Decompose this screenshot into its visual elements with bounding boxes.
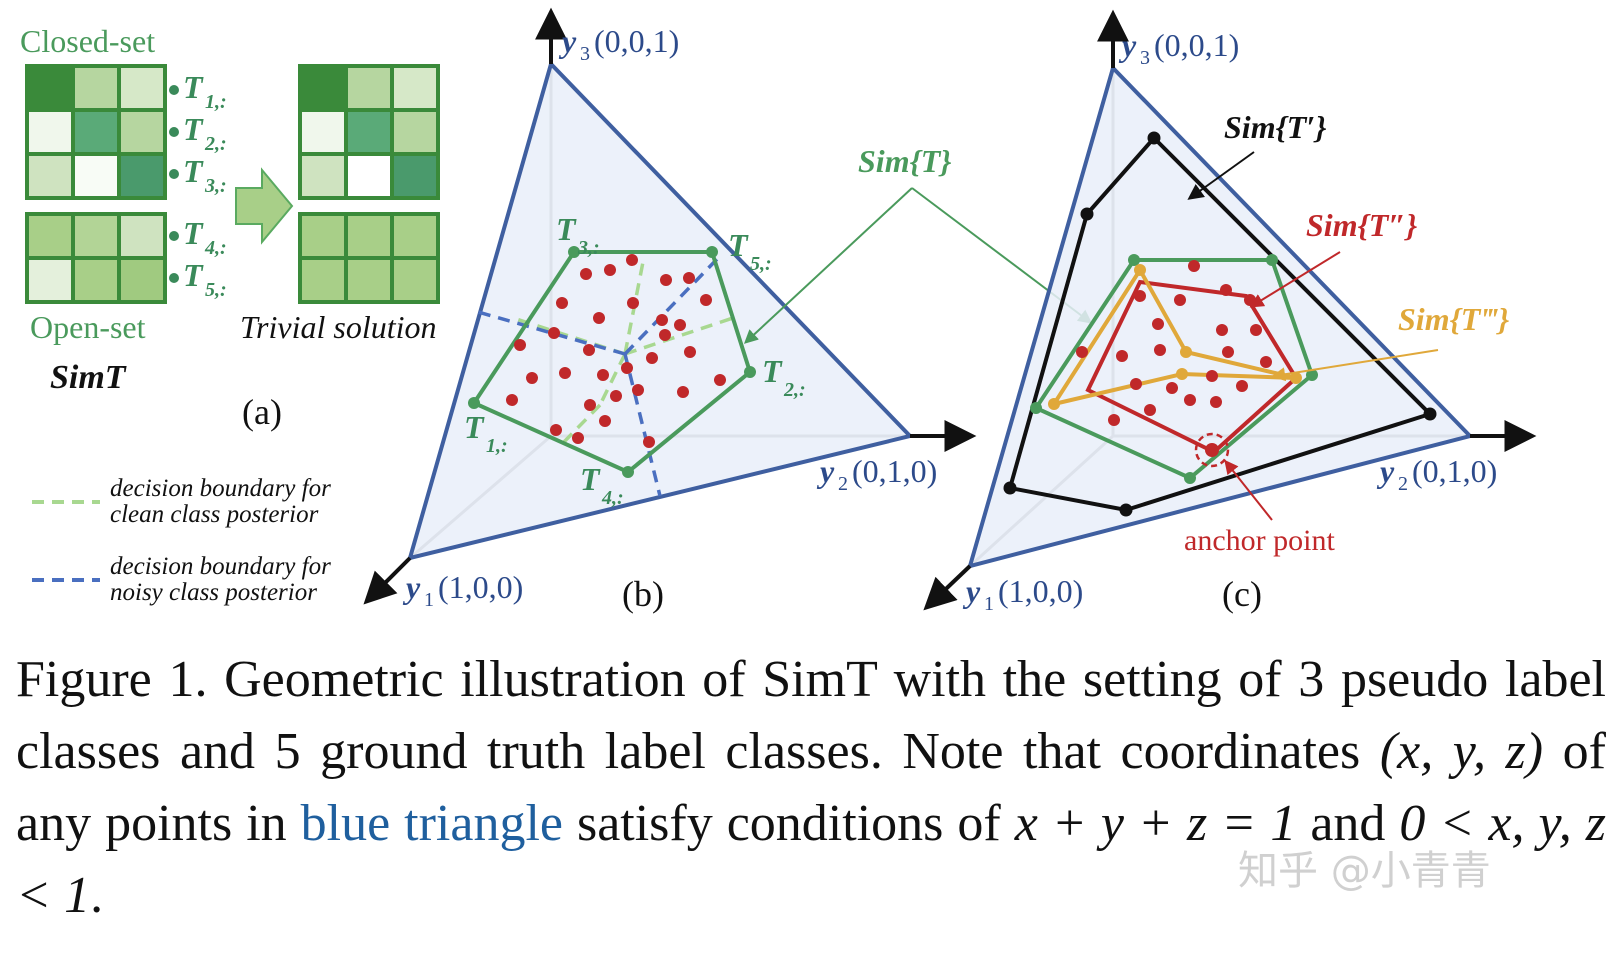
row-label-4: T — [183, 215, 204, 251]
vertex-label-b-3: T — [556, 211, 577, 247]
vertex-sub-b-1: 1,: — [486, 435, 508, 457]
vertex-sub-b-5: 5,: — [750, 253, 772, 275]
figure-canvas: Closed-set T 1,: T — [20, 7, 1537, 615]
y3-coord-b: (0,0,1) — [594, 23, 679, 59]
row-label-2: T — [183, 111, 204, 147]
caption-part-3: satisfy conditions of — [562, 795, 1015, 852]
caption-part-5: . — [90, 867, 104, 924]
panel-a-label: (a) — [242, 392, 282, 432]
anchor-point-marker — [1205, 443, 1219, 457]
y1-label-c: y — [962, 573, 981, 609]
noisy-boundaries-b — [477, 252, 724, 497]
y2-sub-c: 2 — [1398, 473, 1408, 495]
legend-noisy-line1: decision boundary for — [110, 553, 331, 580]
vertex-label-b-2: T — [762, 353, 783, 389]
closed-set-title: Closed-set — [20, 23, 155, 59]
legend-noisy-line2: noisy class posterior — [110, 579, 317, 606]
sim-t-label: Sim{T} — [858, 143, 951, 179]
row-label-3: T — [183, 153, 204, 189]
watermark: 知乎 @小青青 — [1238, 848, 1491, 894]
closed-set-matrix-left — [25, 64, 167, 200]
caption-part-2: of any points in — [16, 723, 1606, 852]
sim-t-prime-label: Sim{T′} — [1224, 109, 1326, 145]
simplex-triangle-c — [967, 64, 1474, 569]
y2-sub-b: 2 — [838, 473, 848, 495]
y3-label-c: y — [1118, 27, 1137, 63]
axis-labels-c: y 3 (0,0,1) y 2 (0,1,0) y 1 (1,0,0) — [962, 27, 1497, 615]
sim-t-prime-polygon — [1007, 135, 1434, 513]
caption-math-1: (x, y, z) — [1379, 723, 1544, 780]
y2-coord-c: (0,1,0) — [1412, 453, 1497, 489]
sim-t-callout: Sim{T} — [743, 143, 1093, 344]
row-label-1: T — [183, 69, 204, 105]
caption-part-1: Figure 1. Geometric illustration of SimT… — [16, 651, 1606, 780]
vertex-label-b-5: T — [728, 227, 749, 263]
sim-t-double-prime-polygon — [1085, 279, 1299, 455]
vertex-labels-b: T 1,: T 2,: T 3,: T 4,: T 5,: — [464, 211, 806, 509]
y1-sub-b: 1 — [424, 589, 434, 611]
sim-t-double-prime-label: Sim{T″} — [1306, 207, 1417, 243]
sim-t-triple-prime-polygon — [1052, 266, 1297, 406]
panel-a: Closed-set T 1,: T — [20, 23, 440, 606]
sim-t-prime-vertices — [1003, 131, 1437, 517]
sample-points-c — [1076, 260, 1272, 426]
sim-t-triple-prime-label: Sim{T‴} — [1398, 301, 1509, 337]
y2-label-b: y — [816, 453, 835, 489]
trivial-solution-label: Trivial solution — [240, 309, 436, 345]
y3-sub-c: 3 — [1140, 47, 1150, 69]
sample-points-b — [506, 254, 726, 448]
caption-math-2: x + y + z = 1 — [1014, 795, 1297, 852]
row-labels: T 1,: T 2,: T 3,: T 4,: T 5,: — [169, 69, 227, 301]
row-sub-5: 5,: — [205, 279, 227, 301]
open-set-matrix-left — [25, 212, 167, 304]
trivial-solution-arrow-icon — [235, 167, 294, 245]
caption-part-4: and — [1296, 795, 1400, 852]
vertex-sub-b-3: 3,: — [577, 237, 600, 259]
sim-t-pentagon-b — [471, 250, 753, 475]
caption-blue-triangle: blue triangle — [300, 795, 563, 852]
y2-coord-b: (0,1,0) — [852, 453, 937, 489]
open-set-matrix-right — [298, 212, 440, 304]
open-set-title: Open-set — [30, 309, 146, 345]
panel-c: anchor point Sim{T′} Sim{T″} Sim{T‴} y 3… — [923, 9, 1537, 615]
anchor-point-ring — [1194, 432, 1230, 468]
y3-label-b: y — [558, 23, 577, 59]
y1-axis-c — [923, 564, 972, 611]
y3-coord-c: (0,0,1) — [1154, 27, 1239, 63]
y1-coord-b: (1,0,0) — [438, 569, 523, 605]
y1-label-b: y — [402, 569, 421, 605]
axis-labels-b: y 3 (0,0,1) y 2 (0,1,0) y 1 (1,0,0) — [402, 23, 937, 611]
panel-b: T 1,: T 2,: T 3,: T 4,: T 5,: y 3 (0,0,1… — [363, 7, 977, 614]
closed-set-matrix-right — [298, 64, 440, 200]
vertex-sub-b-2: 2,: — [783, 379, 806, 401]
vertex-label-b-1: T — [464, 409, 485, 445]
row-sub-4: 4,: — [204, 237, 227, 259]
y3-sub-b: 3 — [580, 43, 590, 65]
y1-axis-b — [363, 556, 412, 605]
simt-method-label: SimT — [50, 359, 127, 396]
row-sub-3: 3,: — [204, 175, 227, 197]
row-sub-1: 1,: — [205, 91, 227, 113]
y1-sub-c: 1 — [984, 593, 994, 615]
legend-clean-line1: decision boundary for — [110, 475, 331, 502]
caption-math-3: 0 < x, y, z < 1 — [16, 795, 1606, 924]
sim-t-pentagon-c — [1033, 258, 1315, 481]
y2-label-c: y — [1376, 453, 1395, 489]
panel-b-label: (b) — [622, 574, 664, 614]
simplex-triangle-b — [407, 60, 914, 561]
y1-coord-c: (1,0,0) — [998, 573, 1083, 609]
row-label-5: T — [183, 257, 204, 293]
sim-t-triple-prime-vertices — [1048, 264, 1302, 410]
anchor-point-label: anchor point — [1184, 524, 1335, 557]
figure-caption: Figure 1. Geometric illustration of SimT… — [16, 644, 1606, 932]
panel-c-label: (c) — [1222, 574, 1262, 614]
vertex-label-b-4: T — [580, 461, 601, 497]
legend-clean-line2: clean class posterior — [110, 501, 319, 528]
pentagon-vertices-b — [468, 246, 756, 478]
pentagon-vertices-c — [1030, 254, 1318, 484]
vertex-sub-b-4: 4,: — [601, 487, 624, 509]
row-sub-2: 2,: — [204, 133, 227, 155]
